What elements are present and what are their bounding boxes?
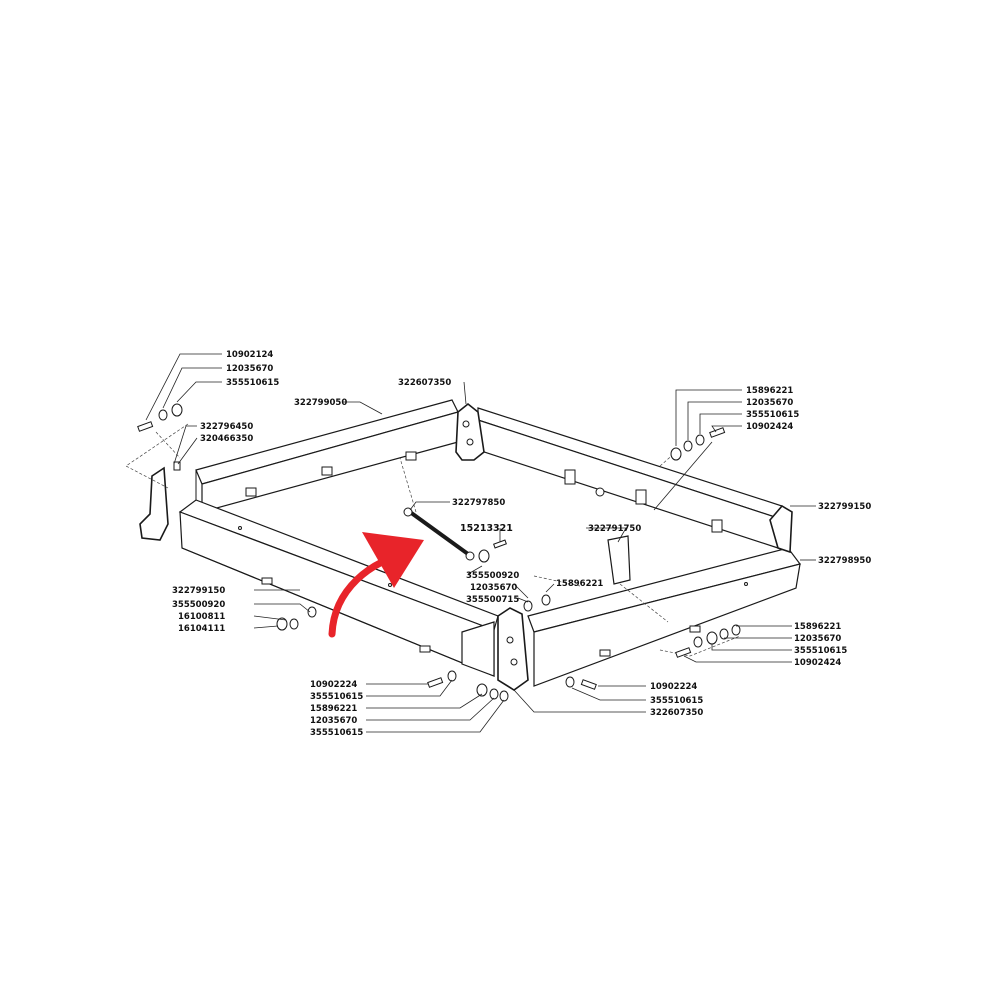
hardware-top-left	[137, 403, 183, 432]
label-15896221-center: 15896221	[556, 579, 603, 589]
label-15896221-bottom-right: 15896221	[794, 622, 841, 632]
label-15213321: 15213321	[460, 523, 513, 534]
label-355500920-left: 355500920	[172, 600, 225, 610]
hardware-top-right	[670, 427, 726, 461]
label-12035670-bottom-left: 12035670	[310, 716, 357, 726]
label-16100811: 16100811	[178, 612, 225, 622]
label-322607350-bottom: 322607350	[650, 708, 703, 718]
label-355510615-bottom-left-1: 355510615	[310, 692, 363, 702]
left-side-panel	[178, 499, 499, 677]
label-322607350-top: 322607350	[398, 378, 451, 388]
hardware-bottom-center	[565, 676, 597, 690]
label-355510615-top-right: 355510615	[746, 410, 799, 420]
top-corner-post	[455, 402, 485, 461]
label-322791750: 322791750	[588, 524, 641, 534]
tie-rod	[653, 441, 713, 511]
label-10902424-top-right: 10902424	[746, 422, 793, 432]
label-15896221-top-right: 15896221	[746, 386, 793, 396]
label-12035670-bottom-right: 12035670	[794, 634, 841, 644]
label-10902124: 10902124	[226, 350, 273, 360]
rear-rail	[195, 399, 459, 513]
hardware-bottom-left	[427, 670, 509, 702]
label-322797850: 322797850	[452, 498, 505, 508]
red-indicator-arrow	[328, 532, 424, 638]
assembly-guides	[125, 423, 741, 657]
label-15896221-bottom-left: 15896221	[310, 704, 357, 714]
front-right-panel	[527, 547, 802, 687]
label-16104111: 16104111	[178, 624, 225, 634]
label-322799050: 322799050	[294, 398, 347, 408]
label-355500715: 355500715	[466, 595, 519, 605]
label-12035670-top-left: 12035670	[226, 364, 273, 374]
label-12035670-center: 12035670	[470, 583, 517, 593]
small-bracket	[607, 535, 631, 585]
label-355510615-bottom-center: 355510615	[650, 696, 703, 706]
label-355510615-bottom-left-2: 355510615	[310, 728, 363, 738]
hardware-left	[276, 606, 317, 631]
leader-lines	[145, 353, 816, 733]
front-cover-plate	[461, 621, 495, 677]
label-322799150-left: 322799150	[172, 586, 225, 596]
label-320466350: 320466350	[200, 434, 253, 444]
label-322798950: 322798950	[818, 556, 871, 566]
label-355500920-center: 355500920	[466, 571, 519, 581]
label-322799150-right: 322799150	[818, 502, 871, 512]
label-355510615-top-left: 355510615	[226, 378, 279, 388]
label-10902424-bottom-right: 10902424	[794, 658, 841, 668]
right-end-cap	[769, 504, 793, 554]
front-corner-post	[497, 607, 529, 691]
left-support-bracket	[139, 461, 181, 541]
hardware-center	[478, 539, 551, 612]
part-labels: 10902124 12035670 355510615 322796450 32…	[172, 350, 871, 738]
label-12035670-top-right: 12035670	[746, 398, 793, 408]
label-322796450: 322796450	[200, 422, 253, 432]
label-355510615-bottom-right: 355510615	[794, 646, 847, 656]
label-10902224-bottom-center: 10902224	[650, 682, 697, 692]
rear-right-rail	[477, 407, 783, 549]
label-10902224-bottom-left: 10902224	[310, 680, 357, 690]
